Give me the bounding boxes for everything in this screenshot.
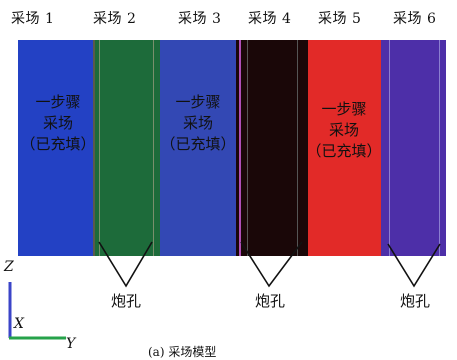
stope-1-text-line2: 采场	[42, 114, 73, 132]
y-axis-label: Y	[66, 336, 76, 352]
blast-hole-leaders	[98, 241, 441, 288]
stope-3-block	[160, 40, 236, 256]
stope-6-inner-line-right	[439, 40, 440, 256]
stope-1-text-line3: （已充填）	[20, 135, 96, 153]
stope-2-inner-line-right	[153, 40, 154, 256]
blast-hole-label-left: 炮孔	[111, 292, 142, 310]
stope-3-text-line2: 采场	[182, 114, 213, 132]
stope-label-3: 采场 3	[178, 11, 222, 27]
stope-3-fill-text: 一步骤 采场 （已充填）	[150, 92, 246, 155]
stope-2-left-edge	[93, 40, 95, 256]
z-axis-label: Z	[4, 259, 14, 275]
blast-hole-leader-middle	[240, 241, 303, 288]
stope-5-text-line3: （已充填）	[306, 142, 382, 160]
x-axis-label: X	[14, 316, 24, 332]
stope-1-text-line1: 一步骤	[35, 93, 81, 111]
stope-4-inner-line-left	[247, 40, 248, 256]
stope-1-fill-text: 一步骤 采场 （已充填）	[10, 92, 106, 155]
blast-hole-label-middle: 炮孔	[255, 292, 286, 310]
stope-label-2: 采场 2	[93, 11, 137, 27]
stope-6-inner-line-left	[389, 40, 390, 256]
stope-label-5: 采场 5	[318, 11, 362, 27]
stope-4-inner-line-right	[297, 40, 298, 256]
stope-4-left-edge	[239, 40, 241, 256]
blast-hole-label-right: 炮孔	[400, 292, 431, 310]
stope-2-block	[93, 40, 160, 256]
stope-4-block	[236, 40, 308, 256]
blast-hole-leader-right	[387, 243, 441, 288]
coordinate-axes	[8, 282, 66, 340]
stope-3-text-line3: （已充填）	[160, 135, 236, 153]
stope-1-block	[18, 40, 93, 256]
stope-6-block	[381, 40, 446, 256]
stope-5-text-line2: 采场	[328, 121, 359, 139]
stope-5-fill-text: 一步骤 采场 （已充填）	[296, 99, 392, 162]
blast-hole-leader-left	[98, 241, 153, 288]
stope-5-text-line1: 一步骤	[321, 100, 367, 118]
stope-3-text-line1: 一步骤	[175, 93, 221, 111]
stope-label-1: 采场 1	[11, 11, 55, 27]
stope-label-4: 采场 4	[248, 11, 292, 27]
stope-5-block	[308, 40, 381, 256]
stope-2-inner-line-left	[99, 40, 100, 256]
stope-label-6: 采场 6	[393, 11, 437, 27]
